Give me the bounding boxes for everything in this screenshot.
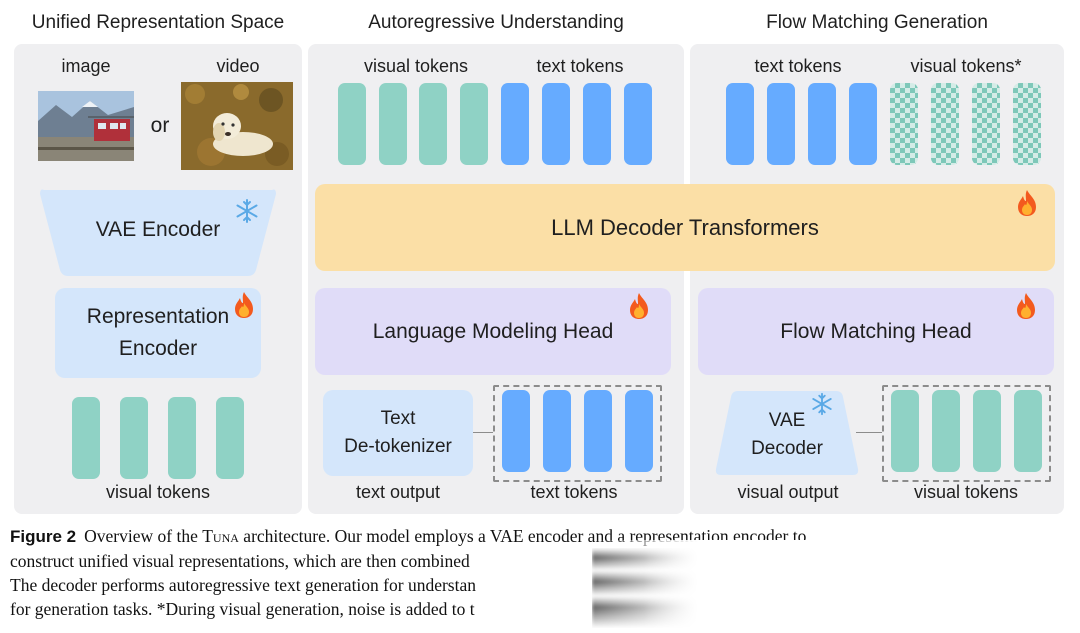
right-visual-tokens-star-label: visual tokens*	[910, 56, 1022, 76]
caption-line-4: for generation tasks. *During visual gen…	[10, 599, 475, 619]
right-section-title: Flow Matching Generation	[766, 12, 988, 33]
middle-bottom-text-tokens-label: text tokens	[530, 482, 618, 502]
output-text-token	[502, 390, 530, 472]
middle-section-title: Autoregressive Understanding	[368, 12, 624, 33]
right-noisy-visual-token	[931, 83, 959, 165]
text-output-label: text output	[355, 482, 441, 502]
output-text-token	[543, 390, 571, 472]
middle-text-token	[624, 83, 652, 165]
vae-decoder-line1: VAE	[768, 410, 806, 431]
image-label: image	[61, 56, 111, 76]
flow-matching-head-block: Flow Matching Head	[698, 288, 1054, 375]
llm-decoder-block: LLM Decoder Transformers	[315, 184, 1055, 271]
output-visual-token	[973, 390, 1001, 472]
middle-text-token	[542, 83, 570, 165]
output-text-token	[625, 390, 653, 472]
video-thumbnail	[181, 82, 293, 170]
language-modeling-head-block: Language Modeling Head	[315, 288, 671, 375]
right-noisy-visual-token	[890, 83, 918, 165]
or-label: or	[150, 114, 170, 137]
flame-icon	[232, 291, 256, 324]
figure-label: Figure 2	[10, 527, 77, 546]
model-name: Tuna	[202, 526, 239, 546]
right-text-token	[726, 83, 754, 165]
snowflake-icon	[810, 392, 834, 421]
right-noisy-visual-token	[1013, 83, 1041, 165]
vae-decoder-label: VAE Decoder	[714, 407, 860, 463]
vae-decoder-block: VAE Decoder	[714, 389, 860, 477]
caption-line1-pre: Overview of the	[84, 526, 203, 546]
text-detokenizer-block: Text De-tokenizer	[323, 390, 473, 476]
flame-icon	[1014, 292, 1038, 325]
video-label: video	[216, 56, 260, 76]
detok-line2: De-tokenizer	[344, 436, 452, 457]
fm-head-label: Flow Matching Head	[780, 319, 972, 343]
right-text-token	[808, 83, 836, 165]
middle-visual-token	[338, 83, 366, 165]
rep-encoder-line2: Encoder	[118, 337, 198, 360]
caption-line-2: construct unified visual representations…	[10, 551, 470, 571]
rep-encoder-line1: Representation	[86, 305, 230, 328]
right-text-token	[849, 83, 877, 165]
right-text-token	[767, 83, 795, 165]
middle-text-tokens-label: text tokens	[536, 56, 624, 76]
text-tokens-group	[493, 385, 662, 482]
right-bottom-visual-tokens-label: visual tokens	[913, 482, 1019, 502]
representation-encoder-block: Representation Encoder	[55, 288, 261, 378]
left-section-title: Unified Representation Space	[31, 12, 285, 33]
flame-icon	[627, 292, 651, 325]
visual-tokens-group	[882, 385, 1051, 482]
left-visual-token	[120, 397, 148, 479]
caption-line-3: The decoder performs autoregressive text…	[10, 575, 476, 595]
snowflake-icon	[234, 198, 260, 229]
llm-decoder-label: LLM Decoder Transformers	[551, 214, 819, 240]
left-visual-token	[216, 397, 244, 479]
middle-text-token	[583, 83, 611, 165]
output-visual-token	[891, 390, 919, 472]
image-thumbnail	[38, 91, 134, 161]
output-text-token	[584, 390, 612, 472]
vae-decoder-connector	[856, 432, 882, 433]
middle-visual-token	[419, 83, 447, 165]
caption-fade-overlay	[590, 540, 1080, 633]
middle-visual-token	[460, 83, 488, 165]
middle-visual-tokens-label: visual tokens	[363, 56, 469, 76]
right-noisy-visual-token	[972, 83, 1000, 165]
vae-encoder-block: VAE Encoder	[36, 186, 280, 279]
left-visual-token	[168, 397, 196, 479]
vae-decoder-line2: Decoder	[751, 438, 823, 459]
lm-head-label: Language Modeling Head	[372, 319, 614, 343]
output-visual-token	[932, 390, 960, 472]
visual-output-label: visual output	[737, 482, 839, 502]
vae-encoder-label: VAE Encoder	[95, 218, 221, 241]
left-visual-token	[72, 397, 100, 479]
detok-line1: Text	[380, 408, 416, 429]
middle-visual-token	[379, 83, 407, 165]
left-visual-tokens-label: visual tokens	[105, 482, 211, 502]
detok-connector	[473, 432, 493, 433]
flame-icon	[1015, 189, 1039, 222]
right-text-tokens-label: text tokens	[754, 56, 842, 76]
output-visual-token	[1014, 390, 1042, 472]
middle-text-token	[501, 83, 529, 165]
